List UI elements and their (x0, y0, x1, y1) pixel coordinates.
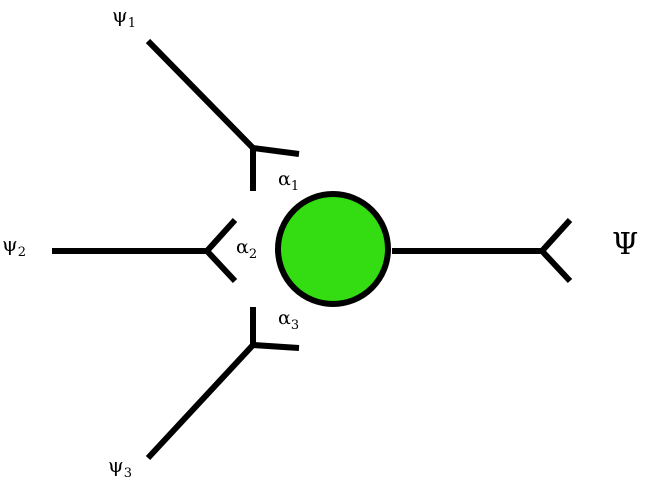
weight-1-index: 1 (291, 179, 299, 194)
output-connection (392, 217, 573, 284)
weight-3-label: α3 (278, 307, 299, 333)
input-3-symbol: ψ (108, 453, 124, 477)
input-1-fork (252, 145, 300, 157)
weight-2-index: 2 (249, 247, 257, 262)
weight-1-label: α1 (278, 168, 299, 194)
input-3-label: ψ3 (108, 453, 132, 480)
weight-3-index: 3 (291, 318, 299, 333)
input-3-connection (145, 307, 300, 461)
input-1-label: ψ1 (112, 3, 136, 31)
input-3-line (145, 307, 256, 461)
input-2-label: ψ2 (2, 232, 26, 260)
input-2-connection (52, 217, 238, 284)
input-1-symbol: ψ (112, 3, 128, 27)
weight-3-symbol: α (278, 307, 291, 329)
weight-1-symbol: α (278, 168, 291, 190)
input-1-index: 1 (128, 16, 136, 31)
weight-2-label: α2 (236, 236, 257, 262)
weight-2-symbol: α (236, 236, 249, 258)
input-1-line (145, 38, 256, 191)
input-3-index: 3 (124, 466, 132, 480)
neuron-node (275, 191, 391, 307)
input-2-symbol: ψ (2, 232, 18, 256)
input-3-fork (252, 342, 300, 351)
input-1-connection (145, 38, 300, 191)
output-fork (537, 217, 573, 284)
output-label: Ψ (612, 227, 638, 262)
input-2-index: 2 (18, 245, 26, 260)
input-2-fork (202, 217, 238, 284)
